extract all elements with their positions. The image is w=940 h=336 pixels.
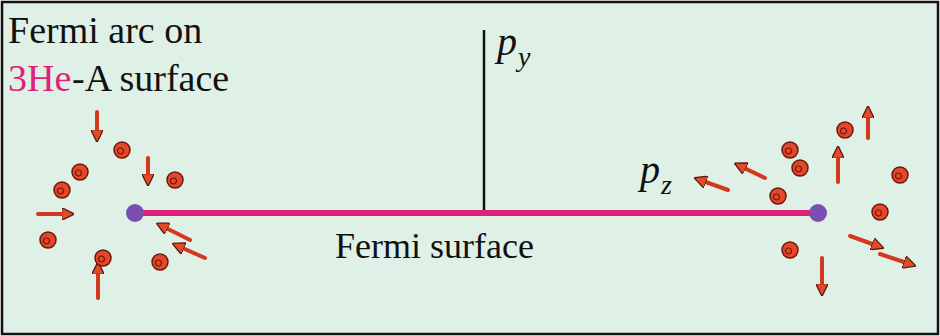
spin-cluster-right xyxy=(700,112,910,290)
weyl-point xyxy=(126,204,144,222)
weyl-point xyxy=(809,204,827,222)
heading-text: -A surface xyxy=(72,59,229,97)
arc-label: Fermi surface xyxy=(335,228,534,264)
py-axis xyxy=(483,30,486,211)
axis-label: p xyxy=(640,150,660,190)
axis-label: p xyxy=(497,22,517,62)
species-name: 3He xyxy=(8,59,71,97)
heading-text: Fermi arc on xyxy=(8,11,202,49)
axis-subscript: y xyxy=(518,43,530,71)
spin-cluster-left xyxy=(38,112,205,298)
fermi-arc-line xyxy=(135,210,818,216)
axis-subscript: z xyxy=(661,171,672,199)
